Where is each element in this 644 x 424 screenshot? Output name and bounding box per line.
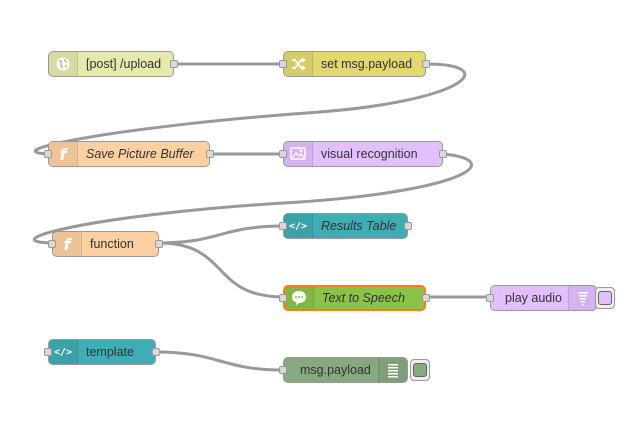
input-port[interactable] [486,294,494,302]
input-port[interactable] [44,348,52,356]
play-audio-node[interactable]: play audio [486,285,615,311]
debug-node-msg-payload[interactable]: msg.payload [279,357,430,383]
output-port[interactable] [439,150,447,158]
wire-set-payload-to-save-picture[interactable] [33,62,467,156]
watson-node-visual-recognition[interactable]: visual recognition [279,141,447,167]
change-node-set-payload[interactable]: set msg.payload [279,51,430,77]
output-port[interactable] [170,60,178,68]
input-port[interactable] [279,150,287,158]
input-port[interactable] [279,60,287,68]
template-node-template[interactable]: </> template [44,339,160,365]
function-icon: f [53,232,82,256]
function-node-function[interactable]: f function [48,231,163,257]
output-port[interactable] [404,222,412,230]
watson-node-text-to-speech[interactable]: Text to Speech [279,285,430,311]
output-port[interactable] [152,348,160,356]
code-icon: </> [284,214,313,238]
node-label: template [86,345,134,359]
wire-visual-recognition-to-function[interactable] [32,152,474,245]
function-icon: f [49,142,78,166]
input-port[interactable] [279,294,287,302]
node-label: function [90,237,134,251]
output-port[interactable] [422,60,430,68]
code-icon: </> [49,340,78,364]
http-in-node-upload[interactable]: [post] /upload [48,51,178,77]
node-label: set msg.payload [321,57,413,71]
wire-template-to-debug[interactable] [155,350,285,372]
image-recognition-icon [284,142,313,166]
node-label: msg.payload [300,363,371,377]
input-port[interactable] [44,150,52,158]
node-label: visual recognition [321,147,418,161]
node-label: Text to Speech [322,291,405,305]
node-label: Results Table [321,219,397,233]
list-icon [378,358,407,382]
shuffle-icon [284,52,313,76]
input-port[interactable] [48,240,56,248]
node-label: [post] /upload [86,57,162,71]
audio-wave-icon [568,286,597,310]
speech-bubble-icon [285,287,314,309]
play-audio-toggle-button[interactable] [595,287,615,309]
node-label: play audio [505,291,562,305]
output-port[interactable] [155,240,163,248]
function-node-save-picture[interactable]: f Save Picture Buffer [44,141,214,167]
input-port[interactable] [279,366,287,374]
output-port[interactable] [206,150,214,158]
input-port[interactable] [279,222,287,230]
node-label: Save Picture Buffer [86,147,194,161]
output-port[interactable] [422,294,430,302]
wire-function-to-tts[interactable] [158,241,285,299]
template-node-results-table[interactable]: </> Results Table [279,213,412,239]
globe-icon [49,52,78,76]
debug-toggle-button[interactable] [410,359,430,381]
wire-function-to-results-table[interactable] [158,224,285,245]
